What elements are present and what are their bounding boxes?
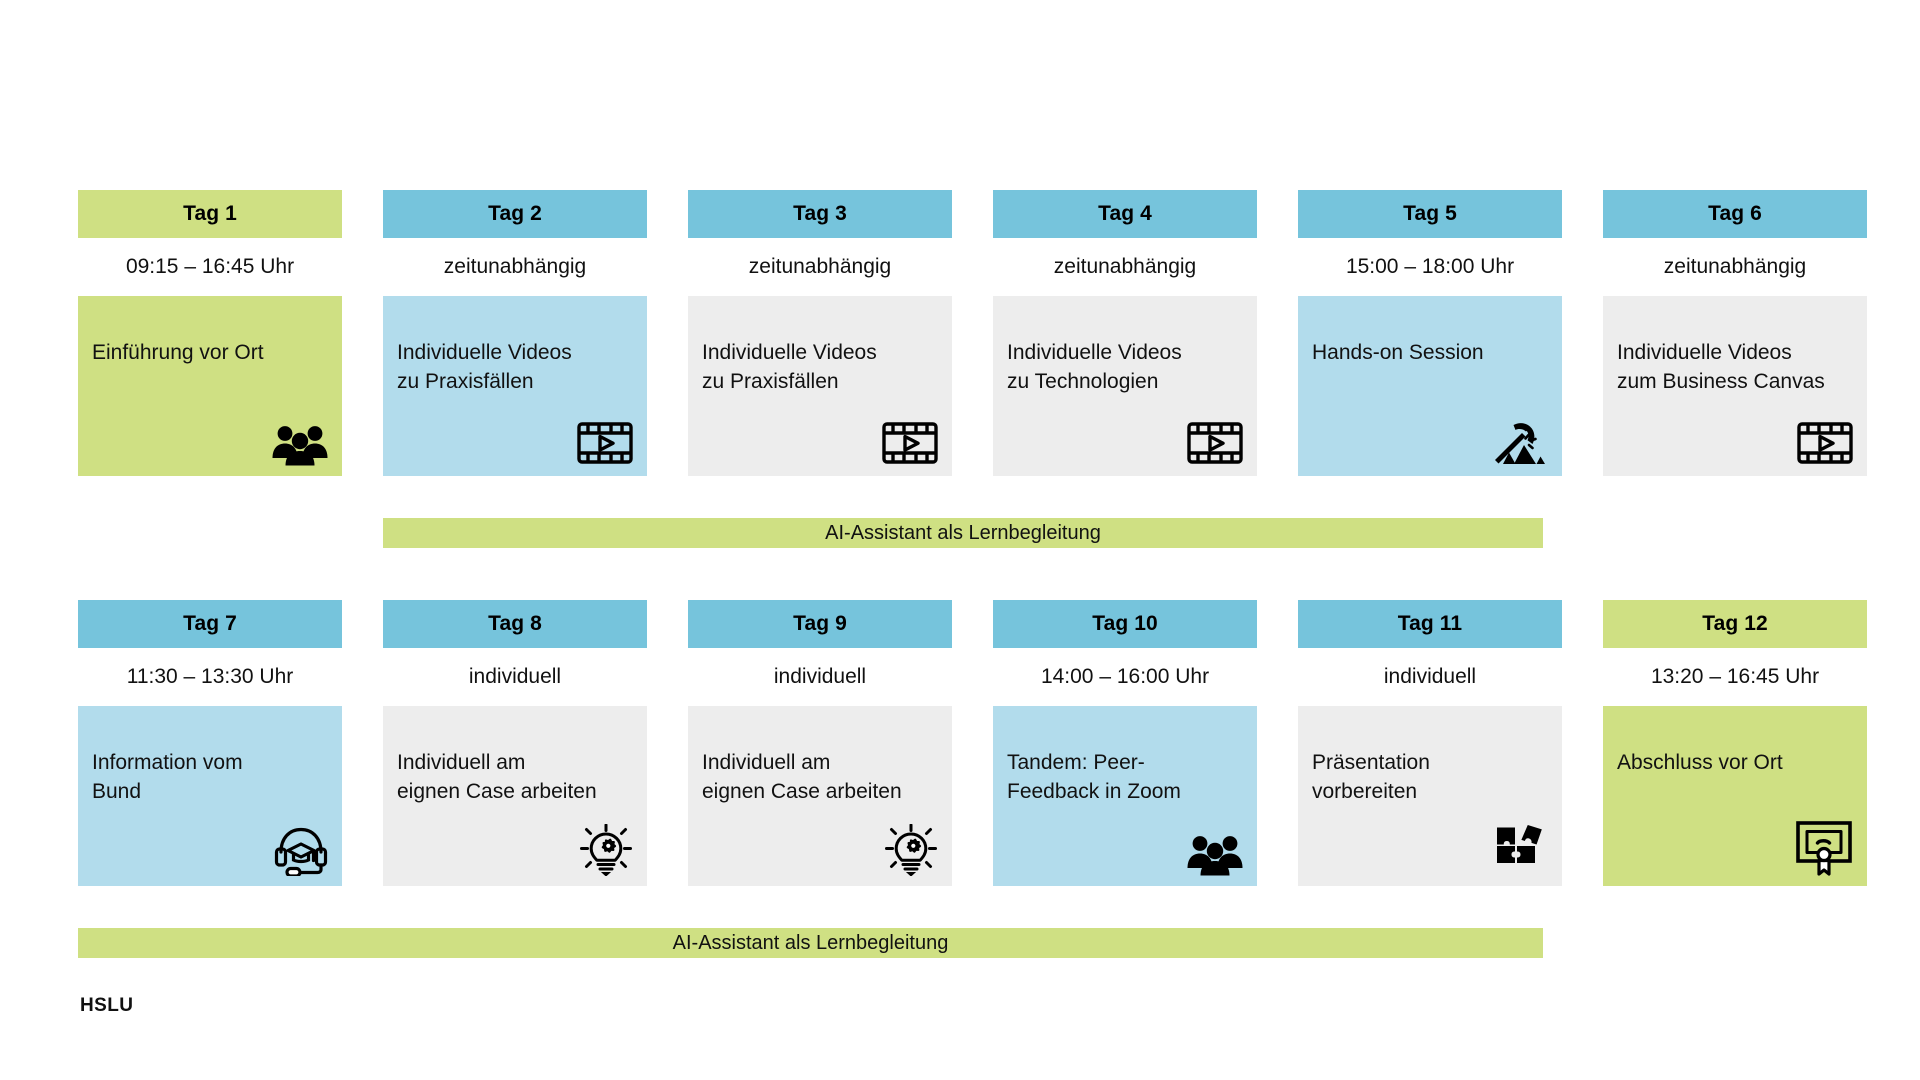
puzzle-pieces-icon	[1490, 818, 1548, 876]
film-play-icon	[880, 408, 938, 466]
day-card-activity-label: Individuell am eignen Case arbeiten	[702, 751, 902, 803]
day-card-body: Tandem: Peer- Feedback in Zoom	[993, 706, 1257, 886]
people-group-icon	[1185, 818, 1243, 876]
day-card-body: Präsentation vorbereiten	[1298, 706, 1562, 886]
headset-graduation-icon	[270, 818, 328, 876]
day-card-body: Individuell am eignen Case arbeiten	[383, 706, 647, 886]
day-card-activity-label: Einführung vor Ort	[92, 341, 264, 364]
day-card-activity-label: Information vom Bund	[92, 751, 243, 803]
ai-assistant-banner-row-2: AI-Assistant als Lernbegleitung	[78, 928, 1543, 958]
day-card-time: zeitunabhängig	[1603, 238, 1867, 296]
day-card-time: 11:30 – 13:30 Uhr	[78, 648, 342, 706]
day-card-header: Tag 9	[688, 600, 952, 648]
film-play-icon	[1795, 408, 1853, 466]
day-card-time: zeitunabhängig	[993, 238, 1257, 296]
day-card-body: Individuelle Videos zu Praxisfällen	[383, 296, 647, 476]
ai-assistant-banner-label: AI-Assistant als Lernbegleitung	[825, 521, 1101, 544]
day-card-activity-label: Hands-on Session	[1312, 341, 1484, 364]
day-card-header: Tag 6	[1603, 190, 1867, 238]
day-card-activity-label: Individuell am eignen Case arbeiten	[397, 751, 597, 803]
day-card-header: Tag 4	[993, 190, 1257, 238]
day-card-header: Tag 1	[78, 190, 342, 238]
day-card-activity-label: Individuelle Videos zum Business Canvas	[1617, 341, 1825, 393]
day-card-body: Abschluss vor Ort	[1603, 706, 1867, 886]
day-card-activity-label: Präsentation vorbereiten	[1312, 751, 1430, 803]
day-card-time: 13:20 – 16:45 Uhr	[1603, 648, 1867, 706]
day-card-body: Individuelle Videos zu Praxisfällen	[688, 296, 952, 476]
certificate-presentation-icon	[1795, 818, 1853, 876]
day-card-time: 15:00 – 18:00 Uhr	[1298, 238, 1562, 296]
day-card-body: Individuelle Videos zum Business Canvas	[1603, 296, 1867, 476]
day-card-activity-label: Individuelle Videos zu Praxisfällen	[397, 341, 572, 393]
day-card-body: Individuelle Videos zu Technologien	[993, 296, 1257, 476]
day-card-body: Hands-on Session	[1298, 296, 1562, 476]
day-card-header: Tag 5	[1298, 190, 1562, 238]
lightbulb-gear-icon	[575, 818, 633, 876]
day-card-header: Tag 12	[1603, 600, 1867, 648]
day-card-header: Tag 2	[383, 190, 647, 238]
day-card-body: Individuell am eignen Case arbeiten	[688, 706, 952, 886]
day-card-body: Information vom Bund	[78, 706, 342, 886]
day-card-time: individuell	[1298, 648, 1562, 706]
day-card-header: Tag 3	[688, 190, 952, 238]
day-card-activity-label: Abschluss vor Ort	[1617, 751, 1783, 774]
day-card-activity-label: Tandem: Peer- Feedback in Zoom	[1007, 751, 1181, 803]
people-group-icon	[270, 408, 328, 466]
day-card-time: individuell	[688, 648, 952, 706]
ai-assistant-banner-row-1: AI-Assistant als Lernbegleitung	[383, 518, 1543, 548]
day-card-time: zeitunabhängig	[688, 238, 952, 296]
day-card-activity-label: Individuelle Videos zu Praxisfällen	[702, 341, 877, 393]
day-card-header: Tag 7	[78, 600, 342, 648]
pickaxe-rock-icon	[1490, 408, 1548, 466]
ai-assistant-banner-label: AI-Assistant als Lernbegleitung	[672, 931, 949, 954]
day-card-time: 14:00 – 16:00 Uhr	[993, 648, 1257, 706]
film-play-icon	[575, 408, 633, 466]
day-card-time: zeitunabhängig	[383, 238, 647, 296]
day-card-time: individuell	[383, 648, 647, 706]
day-card-activity-label: Individuelle Videos zu Technologien	[1007, 341, 1182, 393]
hslu-logo: HSLU	[80, 995, 134, 1016]
day-card-header: Tag 11	[1298, 600, 1562, 648]
lightbulb-gear-icon	[880, 818, 938, 876]
day-card-time: 09:15 – 16:45 Uhr	[78, 238, 342, 296]
day-card-header: Tag 10	[993, 600, 1257, 648]
film-play-icon	[1185, 408, 1243, 466]
day-card-header: Tag 8	[383, 600, 647, 648]
day-card-body: Einführung vor Ort	[78, 296, 342, 476]
